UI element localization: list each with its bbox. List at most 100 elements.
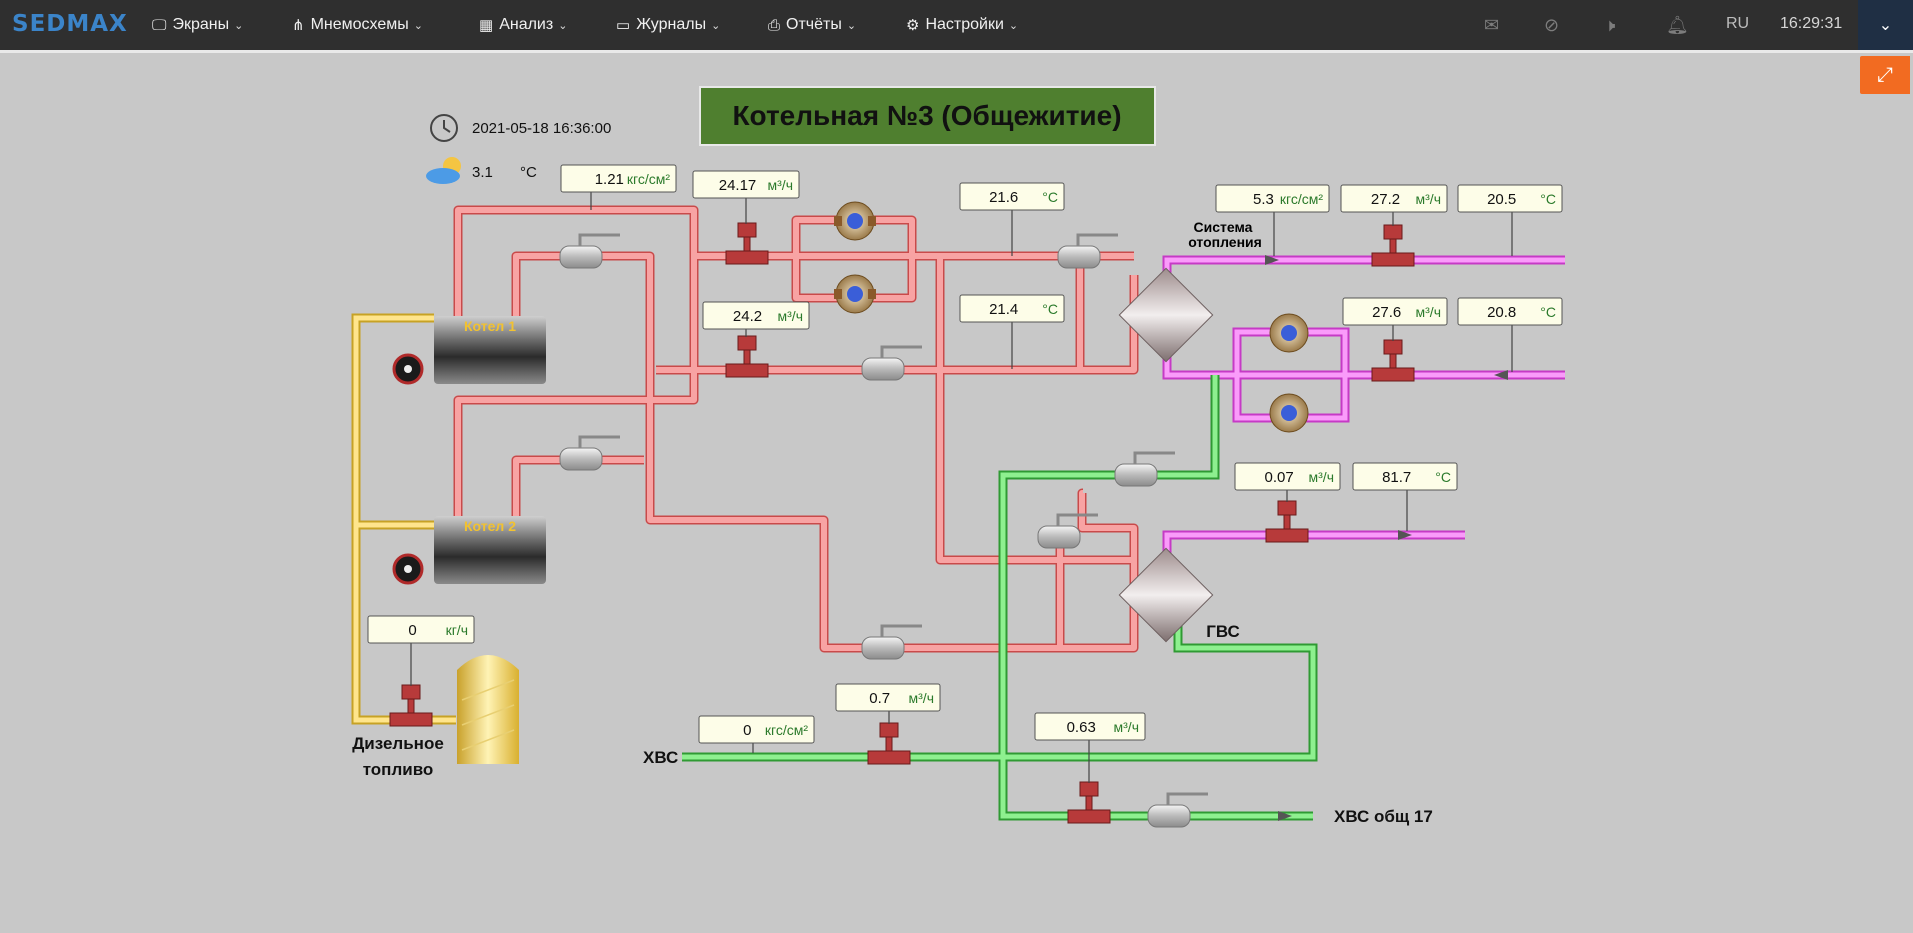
circulation-pump: [834, 201, 876, 241]
heat-exchanger: [1118, 547, 1214, 643]
circulation-pump: [1269, 313, 1309, 353]
shutoff-valve: [1037, 513, 1098, 549]
chevron-down-icon: ⌄: [711, 19, 721, 32]
flow-arrow-icon: [1278, 811, 1292, 821]
readout-unit: м³/ч: [768, 177, 793, 193]
language-selector[interactable]: RU: [1726, 15, 1750, 32]
menu-mnemoschemes[interactable]: ⋔ Мнемосхемы ⌄: [292, 0, 423, 50]
flow-arrow-icon: [1265, 255, 1279, 265]
readout-unit: м³/ч: [1114, 719, 1139, 735]
menu-label: Настройки: [925, 16, 1004, 33]
flow-meter: [389, 684, 433, 727]
boiler-2-label: Котел 2: [464, 518, 516, 534]
circulation-pump: [1269, 393, 1309, 433]
menu-settings[interactable]: ⚙ Настройки ⌄: [906, 0, 1018, 50]
readout-cold-water-pressure: 0 кгс/см²: [698, 715, 815, 753]
flow-meter: [725, 335, 769, 378]
readout-unit: м³/ч: [1416, 304, 1441, 320]
shutoff-valve: [1147, 792, 1208, 828]
readout-value: 81.7: [1382, 469, 1411, 486]
readout-temp-return-primary: 21.4°C: [959, 294, 1065, 369]
readout-unit: °C: [1540, 191, 1556, 207]
readout-unit: м³/ч: [778, 308, 803, 324]
diesel-fuel-label-line1: Дизельное: [352, 734, 444, 753]
readout-value: 0.7: [869, 690, 890, 707]
boiler-1: [392, 316, 546, 385]
menu-label: Журналы: [636, 16, 707, 33]
flow-meter: [1371, 339, 1415, 382]
readout-hot-water-temp: 81.7°C: [1352, 462, 1458, 531]
readout-temp-supply-primary: 21.6 °C: [959, 182, 1065, 256]
flow-meter: [867, 722, 911, 765]
brand-logo[interactable]: SEDMAX: [12, 11, 128, 37]
readout-heating-flow-return: 27.6 м³/ч: [1342, 297, 1448, 341]
chevron-down-icon: ⌄: [234, 19, 244, 32]
current-time: 16:29:31: [1780, 15, 1843, 32]
readout-unit: °C: [1042, 189, 1058, 205]
readout-unit: кгс/см²: [765, 722, 808, 738]
shutoff-valve: [559, 435, 620, 471]
readout-value: 0.07: [1264, 469, 1293, 486]
heating-system-label-line1: Система: [1194, 219, 1253, 235]
cold-water-outlet-label: ХВС общ 17: [1334, 807, 1433, 826]
readout-flow-supply: 24.17 м³/ч: [692, 170, 800, 224]
menu-analysis[interactable]: ▦ Анализ ⌄: [479, 0, 567, 50]
shutoff-valve: [1114, 451, 1175, 487]
cold-water-pipes: [682, 375, 1318, 821]
menu-journals[interactable]: ▭ Журналы ⌄: [616, 0, 720, 50]
readout-value: 0: [743, 722, 751, 739]
readout-value: 0: [408, 622, 416, 639]
flow-meter: [1067, 781, 1111, 824]
monitor-icon: 🖵: [152, 16, 167, 34]
flow-meter: [725, 222, 769, 265]
menu-label: Отчёты: [786, 16, 842, 33]
gears-icon: ⚙: [906, 17, 920, 34]
outdoor-temperature-unit: °C: [520, 164, 537, 181]
circulation-pump: [834, 274, 876, 314]
mail-icon[interactable]: ✉: [1484, 14, 1500, 35]
readout-cold-water-out-flow: 0.63 м³/ч: [1034, 712, 1146, 783]
menu-screens[interactable]: 🖵 Экраны ⌄: [152, 0, 243, 50]
chevron-down-icon: ⌄: [1878, 17, 1893, 34]
scheme-title: Котельная №3 (Общежитие): [732, 100, 1121, 131]
chevron-down-icon: ⌄: [1008, 19, 1019, 32]
table-icon: ▦: [479, 17, 494, 34]
menu-label: Мнемосхемы: [310, 16, 409, 33]
readout-value: 27.6: [1372, 304, 1401, 321]
clock-icon: [430, 114, 458, 142]
readout-value: 1.21: [595, 171, 624, 188]
boiler-2: [392, 516, 546, 585]
diesel-fuel-label-line2: топливо: [363, 760, 434, 779]
chevron-down-icon: ⌄: [558, 19, 568, 32]
flow-arrow-icon: [1494, 370, 1508, 380]
heat-exchanger: [1118, 267, 1214, 363]
menu-reports[interactable]: ⎙ Отчёты ⌄: [768, 0, 856, 50]
chevron-down-icon: ⌄: [413, 19, 423, 32]
user-dropdown-toggle[interactable]: ⌄: [1858, 0, 1913, 50]
expand-arrows-icon: ⤢: [1877, 63, 1893, 86]
flow-arrow-icon: [1398, 530, 1412, 540]
outdoor-temperature: 3.1: [472, 164, 493, 181]
readout-value: 20.8: [1487, 304, 1516, 321]
volume-off-icon[interactable]: 🕨: [1604, 14, 1616, 35]
readout-value: 21.6: [989, 189, 1018, 206]
readout-unit: м³/ч: [1416, 191, 1441, 207]
eye-slash-icon[interactable]: ⊘: [1544, 14, 1560, 35]
fullscreen-button[interactable]: ⤢: [1860, 56, 1910, 94]
sitemap-icon: ⋔: [292, 17, 305, 34]
readout-value: 24.2: [733, 308, 762, 325]
readout-unit: °C: [1042, 301, 1058, 317]
scheme-title-box: [699, 86, 1156, 146]
readout-value: 24.17: [719, 177, 757, 194]
readout-value: 0.63: [1067, 719, 1096, 736]
hot-water-label: ГВС: [1206, 622, 1240, 641]
printer-icon: ⎙: [768, 16, 781, 34]
boiler-pipes: [453, 205, 1139, 653]
readout-value: 5.3: [1253, 191, 1274, 208]
bell-icon[interactable]: 🔔︎: [1666, 14, 1689, 35]
readout-flow-return: 24.2 м³/ч: [702, 301, 810, 337]
shutoff-valve: [559, 233, 620, 269]
